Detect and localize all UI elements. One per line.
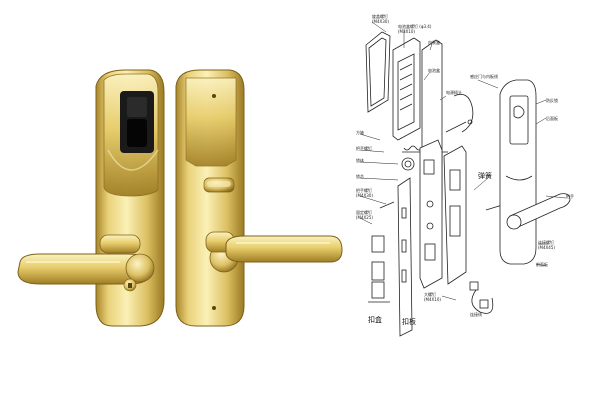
label-cable-plug: 电源插头 [446,90,462,95]
label-anti-theft-knob: 防反锁 [546,98,558,103]
label-mortise-lock: 锁体 [356,158,364,163]
label-front-cover-screw: 旋盖螺钉 [372,14,388,19]
label-fixing-screw: 固定螺钉 [356,210,372,215]
label-inner-cover: 内装盒 [428,40,440,45]
label-knob-screw: 把手螺钉 [356,146,372,151]
label-front-cover-screw-spec: (M4X30) [372,19,389,24]
mortise-lock-body [419,139,467,289]
label-strike-box-bottom: 扣盒 [368,316,382,324]
cable-part [453,93,494,314]
label-small-screw: 大螺钉 [424,292,436,297]
label-front-panel: 前面板 [536,262,548,267]
keyhole-icon [123,278,137,292]
spindle-spring-part [401,145,448,171]
label-battery-box-screw-spec: (M3X10) [398,29,415,34]
label-handle: 把手 [566,194,574,199]
rear-lever-handle [205,231,343,273]
label-handle-screw-spec: (M4X30) [356,193,373,198]
rear-lock-panel [175,69,343,327]
label-wire: 连接线 [470,312,482,317]
label-spring: 弹簧 [478,172,492,180]
label-square-shaft: 方轴 [356,130,364,135]
handle-outline [506,193,571,230]
label-handle-screw: 把手螺钉 [356,188,372,193]
strike-box-part [368,235,390,303]
front-panel-outline [499,79,537,265]
front-lever-handle [17,234,155,285]
inner-cover-part [365,31,391,113]
label-connect-screw: 连接螺钉 [538,240,554,245]
exploded-view-diagram [359,21,571,337]
label-reader-wire: 感应门与内板线 [470,74,498,79]
label-latch-plate-bottom: 扣板 [402,318,416,326]
label-battery-box: 电池盒 [428,68,440,73]
label-rear-panel: 后面板 [546,116,558,121]
thumb-turn-icon [203,177,235,193]
label-fixing-screw-spec: (M4X25) [356,215,373,220]
label-battery-box-screw: 电池盒螺钉 (φ3.4) [398,24,432,29]
label-connect-screw-spec: (M4X45) [538,245,555,250]
leader-lines [359,21,567,301]
label-small-screw-spec: (M4X10) [424,297,441,302]
front-lock-panel [17,69,165,327]
battery-box-part [392,37,421,141]
label-spindle: 锁芯 [356,174,364,179]
mortise-plate-part [397,177,413,337]
